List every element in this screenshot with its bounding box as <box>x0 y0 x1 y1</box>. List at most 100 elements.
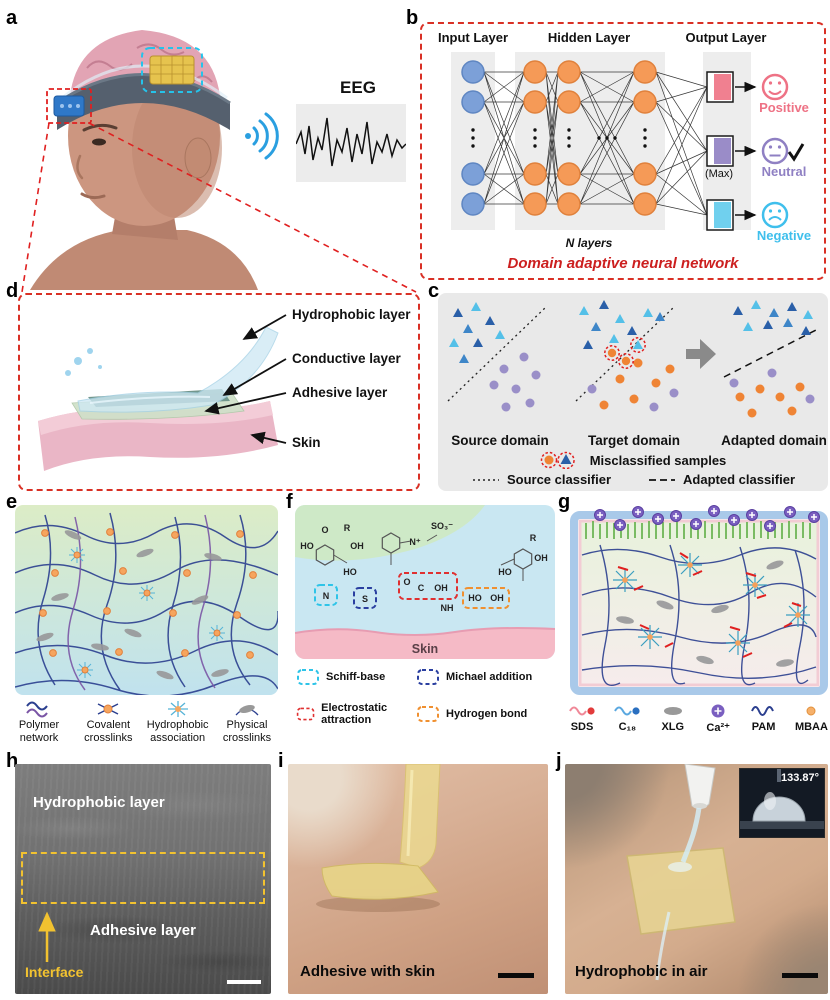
hydrogen-bond-box <box>462 587 510 609</box>
micelle-cores <box>622 562 801 646</box>
misclassified-text: Misclassified samples <box>589 452 727 468</box>
michael-addition-icon <box>417 669 439 685</box>
svg-text:HO: HO <box>343 567 357 577</box>
hydrogel-diagram <box>570 505 828 695</box>
container-frame <box>570 511 828 695</box>
domain-scatter-diagram <box>447 300 819 418</box>
contact-angle-inset: 133.87° <box>739 768 825 838</box>
eeg-electrode-chip <box>46 88 92 124</box>
negative-emoji-icon <box>761 201 789 229</box>
legend-xlg: XLG <box>659 701 687 734</box>
legend-sds: SDS <box>568 701 596 734</box>
scale-bar <box>227 980 261 984</box>
calcium-icon <box>711 704 725 718</box>
svg-text:O: O <box>321 525 328 535</box>
legend-michael-addition: Michael addition <box>416 668 556 686</box>
secondary-chains <box>67 514 216 691</box>
wifi-icon <box>245 112 279 160</box>
xlg-icon <box>663 707 682 715</box>
sem-adhesive-label: Adhesive layer <box>90 922 196 939</box>
panel-h-sem: Hydrophobic layer Adhesive layer Interfa… <box>15 764 271 994</box>
svg-text:HO: HO <box>498 567 512 577</box>
positive-emoji-icon <box>761 73 789 101</box>
person-illustration <box>30 30 279 290</box>
panel-c: Source domain Target domain Adapted doma… <box>438 293 828 491</box>
panel-f-diagram: HO R OH N HO S N⁺ SO₃⁻ O C OH NH HO OH R… <box>295 505 555 659</box>
panel-label-g: g <box>558 491 571 513</box>
calcium-ions <box>594 505 820 532</box>
target-triangles <box>579 300 665 349</box>
adhesive-tape-graphic <box>316 764 441 912</box>
neural-network-diagram <box>451 52 805 231</box>
gold-chip <box>141 47 203 93</box>
n-layers-label: N layers <box>565 236 613 250</box>
svg-text:OH: OH <box>434 583 448 593</box>
eeg-waveform <box>295 117 407 167</box>
source-classifier-text: Source classifier <box>506 472 612 487</box>
output-arrows <box>735 81 757 221</box>
hydrophobic-association-icon <box>167 701 188 717</box>
contact-angle-value: 133.87° <box>780 772 819 784</box>
device-stack-diagram <box>38 314 287 471</box>
panel-label-b: b <box>406 7 419 29</box>
panel-label-j: j <box>556 750 562 772</box>
crosslink-nodes <box>39 528 257 674</box>
schiff-base-icon <box>297 669 319 685</box>
panel-g-legend: SDS C₁₈ XLG Ca²⁺ PAM <box>566 701 830 734</box>
legend-schiff-base: Schiff-base <box>296 668 416 686</box>
eeg-waveform-box <box>295 104 407 182</box>
scale-bar <box>782 973 818 978</box>
neutral-emoji-icon <box>761 137 805 165</box>
svg-text:OH: OH <box>490 593 504 603</box>
panel-label-f: f <box>286 491 293 513</box>
covalent-crosslink-icon <box>97 703 119 715</box>
panel-label-i: i <box>278 750 284 772</box>
interface-arrow-icon <box>38 911 56 962</box>
polymer-network-icon <box>26 701 48 718</box>
adhesive-layer-label: Adhesive layer <box>292 385 388 400</box>
target-circles <box>587 358 679 412</box>
panel-i-caption: Adhesive with skin <box>300 963 436 980</box>
schiff-base-box <box>314 584 338 606</box>
chemistry-diagram: HO R OH N HO S N⁺ SO₃⁻ O C OH NH HO OH R… <box>295 505 555 659</box>
electrostatic-box <box>398 572 458 600</box>
panel-label-d: d <box>6 280 19 302</box>
chem-labels: HO R OH N HO S N⁺ SO₃⁻ O C OH NH HO OH R… <box>300 521 548 613</box>
legend-hydrogen-bond: Hydrogen bond <box>416 702 556 726</box>
polymer-chains <box>15 512 278 695</box>
scale-bar <box>498 973 534 978</box>
panel-b: Input Layer Hidden Layer Output Layer <box>420 22 826 280</box>
misclassified-legend: Misclassified samples <box>438 451 828 469</box>
legend-ca: Ca²⁺ <box>704 701 732 734</box>
panel-i-photo: Adhesive with skin <box>288 764 548 994</box>
xlg-platelets-g <box>616 560 794 667</box>
panel-label-c: c <box>428 280 440 302</box>
svg-text:OH: OH <box>350 541 364 551</box>
legend-mbaa: MBAA <box>795 701 828 734</box>
layer-arrows <box>204 314 287 445</box>
hydrophobic-layer-graphic <box>77 326 279 413</box>
physical-crosslink-icon <box>235 705 259 716</box>
svg-text:O: O <box>403 577 410 587</box>
svg-text:C: C <box>418 583 425 593</box>
adapted-classifier-text: Adapted classifier <box>683 472 796 487</box>
hidden-neurons <box>523 60 657 216</box>
sds-icon <box>569 706 595 716</box>
panel-g-diagram <box>570 505 828 697</box>
svg-text:SO₃⁻: SO₃⁻ <box>431 521 453 531</box>
legend-hydrophobic-association: Hydrophobic association <box>145 699 211 744</box>
panel-d: Hydrophobic layer Conductive layer Adhes… <box>18 293 420 491</box>
svg-text:NH: NH <box>441 603 454 613</box>
classifier-legend: Source classifier Adapted classifier <box>438 472 828 487</box>
panel-e-legend: Polymer network Covalent crosslinks Hydr… <box>6 699 280 744</box>
hydrophobic-layer-label: Hydrophobic layer <box>292 307 411 322</box>
class-negative: Negative <box>756 228 812 243</box>
interface-dashed-box <box>21 852 265 904</box>
eeg-title: EEG <box>340 78 376 97</box>
michael-addition-box <box>353 587 377 609</box>
svg-text:N⁺: N⁺ <box>409 537 420 547</box>
svg-text:R: R <box>530 533 537 543</box>
adapted-domain-label: Adapted domain <box>721 433 827 448</box>
hidden-layer-header: Hidden Layer <box>547 30 631 45</box>
